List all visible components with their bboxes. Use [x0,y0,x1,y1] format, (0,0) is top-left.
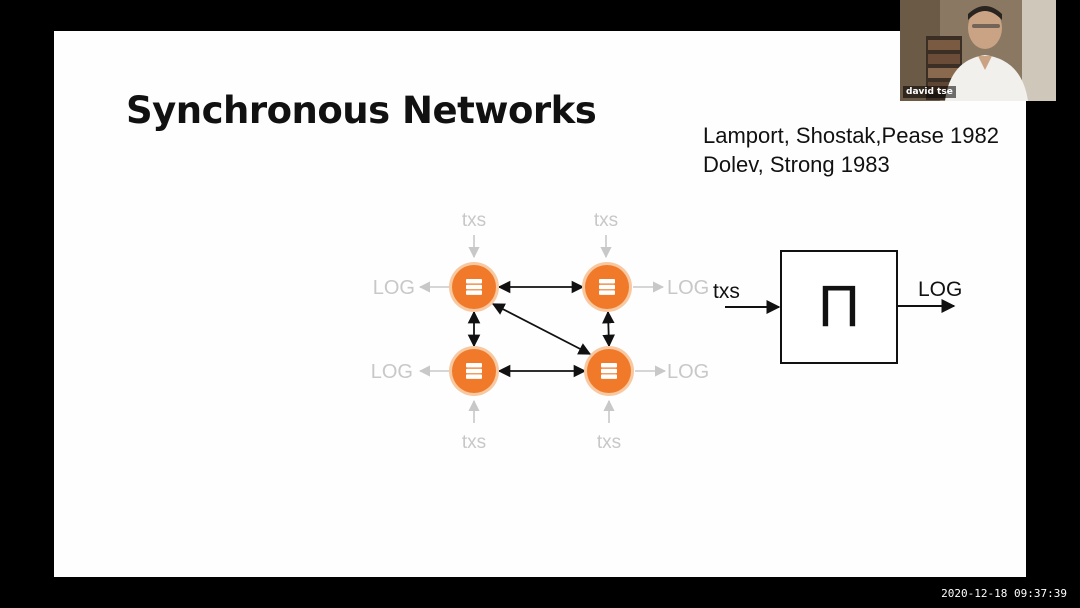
log-label: LOG [667,361,709,383]
node-bottom-right [584,346,634,396]
txs-label: txs [462,210,486,231]
network-diagram: txs txs txs txs LOG LOG LOG LOG [371,210,963,453]
server-stack-icon [599,279,615,295]
protocol-box-frame [780,250,898,364]
txs-label: txs [594,210,618,231]
participant-silhouette [945,6,1028,101]
log-label: LOG [667,277,709,299]
peer-link-arrow [491,303,592,355]
txs-label: txs [462,432,486,453]
peer-link-arrow [602,310,615,348]
webcam-thumbnail[interactable]: david tse [900,0,1056,101]
presentation-slide: Synchronous Networks Lamport, Shostak,Pe… [54,31,1026,577]
server-stack-icon [466,363,482,379]
protocol-output-label: LOG [918,278,962,301]
participant-name-label: david tse [903,86,956,98]
protocol-input-label: txs [713,280,740,303]
slide-title: Synchronous Networks [126,89,597,132]
recording-timestamp: 2020-12-18 09:37:39 [941,587,1067,600]
server-stack-icon [466,279,482,295]
protocol-box: Π [780,250,898,364]
log-label: LOG [373,277,415,299]
node-top-left [449,262,499,312]
node-top-right [582,262,632,312]
reference-citation: Lamport, Shostak,Pease 1982 [703,123,999,148]
log-label: LOG [371,361,413,383]
reference-citation: Dolev, Strong 1983 [703,152,890,177]
server-stack-icon [601,363,617,379]
protocol-symbol: Π [818,274,860,339]
node-bottom-left [449,346,499,396]
txs-label: txs [597,432,621,453]
